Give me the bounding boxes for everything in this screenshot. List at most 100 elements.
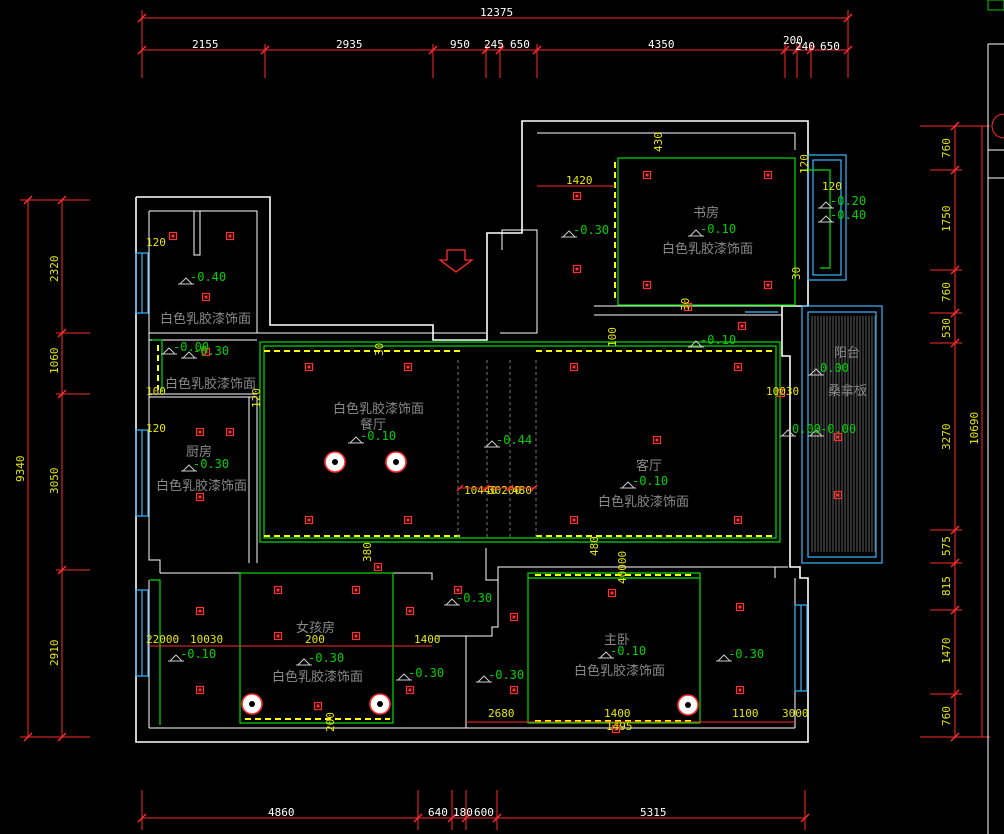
elevation-marker: -0.10 (688, 222, 736, 237)
finish-master: 白色乳胶漆饰面 (574, 663, 665, 679)
inner-dim-label: 430 (652, 132, 665, 152)
inner-dim-label: 100 (146, 385, 166, 398)
dim-right-9: 760 (940, 706, 953, 726)
ceiling-lights (168, 170, 843, 734)
finish-kitchen: 白色乳胶漆饰面 (156, 478, 247, 494)
dim-bottom-4: 600 (474, 806, 494, 819)
elevation-marker: -0.10 (168, 647, 216, 662)
ceiling-light-icon (201, 292, 211, 302)
dim-right-1: 760 (940, 138, 953, 158)
spotlights (241, 451, 699, 716)
spotlight-icon (324, 451, 346, 473)
dim-top-9: 650 (820, 40, 840, 53)
inner-dim-label: 10030 (190, 633, 223, 646)
ceiling-light-icon (607, 588, 617, 598)
room-living: 客厅 (636, 458, 662, 474)
ceiling-light-icon (735, 602, 745, 612)
inner-dim-label: 120 (798, 154, 811, 174)
ceiling-light-icon (652, 435, 662, 445)
elevation-value: -0.30 (308, 651, 344, 665)
ceiling-light-icon (225, 231, 235, 241)
ceiling-light-icon (195, 685, 205, 695)
dim-top-8: 240 (795, 40, 815, 53)
ceiling-light-icon (225, 427, 235, 437)
ceiling-light-icon (304, 362, 314, 372)
dim-bottom-1: 4860 (268, 806, 295, 819)
spotlight-icon (241, 693, 263, 715)
elevation-value: -0.40 (830, 208, 866, 222)
elevation-value: -0.30 (408, 666, 444, 680)
room-labels: 书房 白色乳胶漆饰面 白色乳胶漆饰面 白色乳胶漆饰面 白色乳胶漆饰面 餐厅 客厅… (156, 205, 867, 685)
elevation-marker: -0.40 (818, 208, 866, 223)
ceiling-light-icon (737, 321, 747, 331)
inner-dim-label: 200 (305, 633, 325, 646)
elevation-marker: -0.44 (484, 433, 532, 448)
ceiling-light-icon (642, 170, 652, 180)
inner-dim-label: 30 (373, 343, 386, 356)
room-master: 主卧 (604, 633, 630, 648)
elevation-value: 0.00 (820, 361, 849, 375)
top-dimensions: 12375 2155 2935 950 245 650 4350 200 240… (137, 6, 853, 78)
ceiling-light-icon (569, 362, 579, 372)
elevation-marker: -0.30 (181, 344, 229, 359)
dim-top-7: 200 (783, 34, 803, 47)
dim-right-5: 3270 (940, 424, 953, 451)
ceiling-light-icon (351, 585, 361, 595)
dim-left-4: 2910 (48, 640, 61, 667)
dim-top-5: 650 (510, 38, 530, 51)
elevation-marker: -0.40 (178, 270, 226, 285)
elevation-marker: -0.30 (561, 223, 609, 238)
dim-right-8: 1470 (940, 638, 953, 665)
elevation-marker: -0.30 (396, 666, 444, 681)
finish-bath: 白色乳胶漆饰面 (165, 376, 256, 392)
spotlight-icon (677, 694, 699, 716)
inner-dim-label: 200 (324, 712, 337, 732)
ceiling-light-icon (683, 302, 693, 312)
dim-right-3: 760 (940, 282, 953, 302)
inner-dim-label: 30200 (488, 484, 521, 497)
finish-hall: 白色乳胶漆饰面 (160, 311, 251, 327)
dim-right-4: 530 (940, 318, 953, 338)
elevation-marker: -0.10 (598, 644, 646, 659)
ceiling-light-icon (833, 432, 843, 442)
elevation-value: -0.30 (193, 457, 229, 471)
dim-right-6: 575 (940, 536, 953, 556)
title-block-fragment (987, 0, 1004, 834)
inner-dim-label: 30 (679, 298, 692, 311)
elevation-markers: -0.40-0.30-0.10-0.20-0.40-0.30-0.00-0.10… (161, 194, 866, 683)
inner-dim-label: 120 (250, 388, 263, 408)
room-kitchen: 厨房 (186, 444, 212, 460)
finish-living: 白色乳胶漆饰面 (598, 494, 689, 510)
ceiling-light-icon (373, 562, 383, 572)
elevation-marker: -0.10 (620, 474, 668, 489)
ceiling-light-icon (642, 280, 652, 290)
room-balcony: 阳台 (834, 346, 860, 361)
inner-dim-label: 480 (512, 484, 532, 497)
ceiling-light-icon (733, 362, 743, 372)
ceiling-light-icon (763, 170, 773, 180)
dim-top-6: 4350 (648, 38, 675, 51)
elevation-value: -0.30 (456, 591, 492, 605)
inner-dimensions: 1420430120120120100120120303030100100301… (146, 132, 842, 733)
bottom-dimensions: 4860 640 180 600 5315 (137, 790, 810, 830)
elevation-marker: -0.20 (818, 194, 866, 209)
inner-dim-label: 3000 (782, 707, 809, 720)
ceiling-light-icon (833, 490, 843, 500)
ceiling-light-icon (572, 191, 582, 201)
elevation-value: -0.10 (610, 644, 646, 658)
ceiling-light-icon (569, 515, 579, 525)
finish-dining: 白色乳胶漆饰面 (333, 401, 424, 417)
elevation-marker: -0.30 (181, 457, 229, 472)
room-study: 书房 (693, 205, 719, 221)
elevation-value: -0.00 (820, 422, 856, 436)
finish-study: 白色乳胶漆饰面 (662, 241, 753, 257)
ceiling-light-icon (403, 362, 413, 372)
elevation-value: -0.44 (496, 433, 532, 447)
elevation-value: -0.40 (190, 270, 226, 284)
dim-left-1: 2320 (48, 256, 61, 283)
room-girls: 女孩房 (296, 620, 335, 636)
ceiling-light-icon (509, 685, 519, 695)
dim-left-total: 9340 (14, 456, 27, 483)
inner-dim-label: 1400 (604, 707, 631, 720)
ceiling-light-icon (195, 427, 205, 437)
